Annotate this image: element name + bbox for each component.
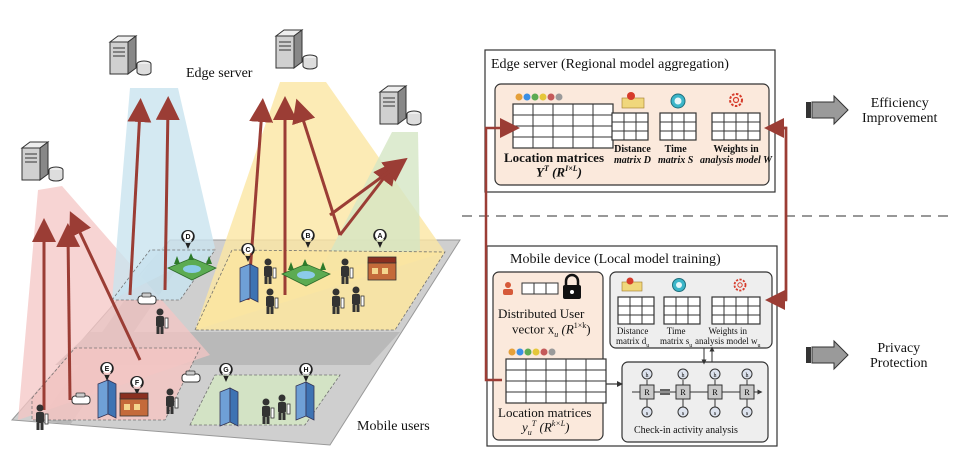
office-building-icon [97, 379, 117, 419]
privacy-arrow-icon [806, 339, 849, 371]
edge-server-icon [379, 85, 422, 126]
region-marker-label: A [377, 233, 382, 240]
edge-server-icon [109, 35, 152, 76]
region-marker-label: F [135, 380, 140, 387]
office-building-icon [239, 263, 259, 303]
map-pin-icon [621, 277, 643, 292]
svg-text:s: s [682, 411, 685, 417]
office-building-icon [219, 387, 239, 427]
location-matrix-grid [512, 103, 614, 149]
svg-text:h: h [682, 373, 685, 379]
param-feed-arrows [701, 346, 715, 365]
region-marker-label: E [105, 366, 110, 373]
user-avatar-icon [503, 282, 513, 295]
svg-text:R: R [644, 388, 650, 397]
shop-icon [367, 256, 397, 281]
svg-text:h: h [746, 373, 749, 379]
equals-arrow [660, 389, 670, 395]
mobile-users-label: Mobile users [357, 419, 430, 434]
gear-icon [729, 93, 743, 107]
weights-matrix-grid [711, 296, 761, 325]
edge-server-panel-title: Edge server (Regional model aggregation) [491, 57, 729, 72]
rnn-chain: R R R R h h h h s s s s [632, 368, 763, 418]
shop-icon [119, 392, 149, 417]
edge-server-icon [21, 141, 64, 182]
location-matrices-label: Location matrices [498, 405, 592, 420]
lock-icon [563, 273, 581, 299]
region-marker-label: B [305, 233, 310, 240]
map-pin-icon [621, 92, 645, 109]
clock-icon [670, 93, 686, 109]
location-matrix-grid [505, 358, 607, 404]
region-marker-label: C [245, 247, 250, 254]
svg-text:s: s [646, 411, 649, 417]
poi-category-icons [508, 348, 556, 356]
mobile-device-panel-title: Mobile device (Local model training) [510, 252, 721, 267]
region-marker-label: D [185, 234, 190, 241]
distance-matrix-grid [617, 296, 655, 325]
weights-matrix-grid [711, 112, 761, 141]
distance-matrix-grid [611, 112, 649, 141]
edge-server-label: Edge server [186, 66, 253, 81]
region-marker-label: G [223, 367, 229, 374]
server-to-device-link [764, 118, 788, 310]
gear-icon [733, 278, 747, 292]
checkin-activity-label: Check-in activity analysis [634, 425, 738, 436]
edge-server-icon [275, 29, 318, 70]
location-formula: yuT (Rk×L) [522, 419, 570, 437]
poi-category-icons [515, 93, 563, 101]
user-vector-formula: vector xu (R1×k) [512, 321, 591, 339]
efficiency-arrow-icon [806, 94, 849, 126]
office-building-icon [295, 381, 315, 421]
svg-text:s: s [714, 411, 717, 417]
location-formula: YT (RI×L) [536, 164, 582, 180]
location-matrices-label: Location matrices [504, 150, 605, 165]
svg-text:R: R [712, 388, 718, 397]
svg-text:h: h [646, 373, 649, 379]
distributed-user-label: Distributed User [498, 306, 585, 321]
region-marker-label: H [303, 367, 308, 374]
svg-text:s: s [746, 411, 749, 417]
time-matrix-grid [659, 112, 697, 141]
clock-icon [672, 278, 686, 292]
svg-text:R: R [744, 388, 750, 397]
user-vector-cells [521, 282, 559, 295]
svg-text:h: h [714, 373, 717, 379]
svg-text:R: R [680, 388, 686, 397]
device-to-server-link [484, 118, 520, 382]
checkin-sub-panel [621, 361, 769, 443]
time-matrix-grid [663, 296, 701, 325]
